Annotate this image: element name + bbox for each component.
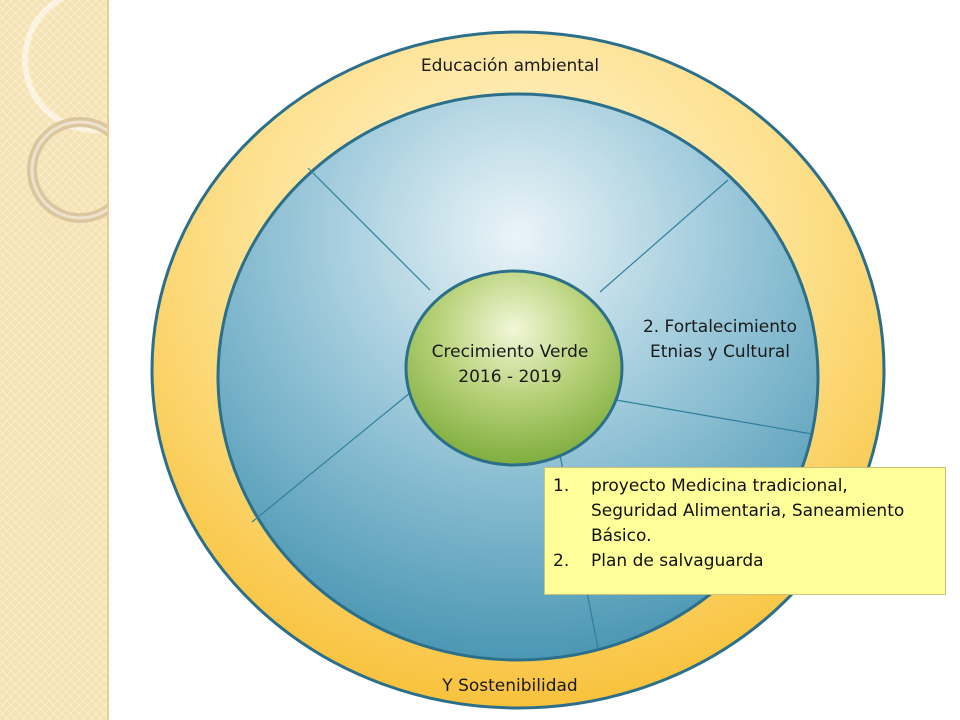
- info-item-text: Plan de salvaguarda: [591, 551, 764, 571]
- info-box: 1. proyecto Medicina tradicional, Seguri…: [544, 467, 946, 595]
- center-label-line1: Crecimiento Verde: [431, 342, 589, 362]
- segment-label-line2: Etnias y Cultural: [650, 342, 790, 362]
- divider-right: [615, 399, 813, 435]
- outer-ring-label-bottom: Y Sostenibilidad: [442, 676, 578, 696]
- center-label-line2: 2016 - 2019: [458, 367, 562, 387]
- info-item-number: 2.: [553, 551, 570, 571]
- outer-ring-label-top: Educación ambiental: [420, 56, 600, 76]
- divider-top-right: [599, 179, 729, 293]
- info-item-text: proyecto Medicina tradicional, Seguridad…: [591, 476, 905, 546]
- segment-label-line1: 2. Fortalecimiento: [642, 317, 798, 337]
- divider-bottom-left: [251, 387, 417, 523]
- center-label: Crecimiento Verde 2016 - 2019: [410, 340, 610, 390]
- segment-label: 2. Fortalecimiento Etnias y Cultural: [620, 315, 820, 365]
- info-list-item: 2. Plan de salvaguarda: [553, 549, 937, 574]
- info-item-number: 1.: [553, 476, 570, 496]
- divider-top-left: [307, 167, 431, 291]
- center-circle: [404, 269, 624, 467]
- info-list-item: 1. proyecto Medicina tradicional, Seguri…: [553, 474, 937, 549]
- decorative-sidebar: [0, 0, 168, 720]
